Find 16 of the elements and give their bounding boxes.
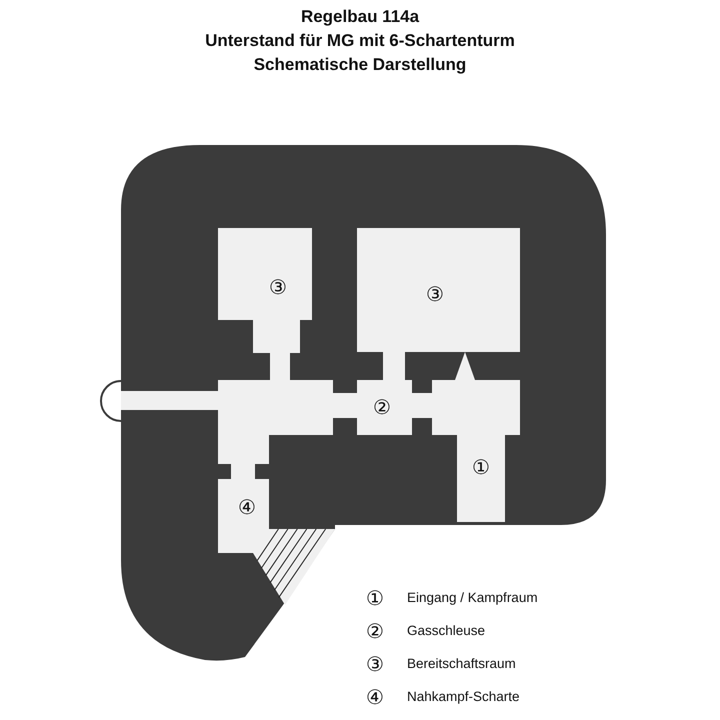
legend-number: ③ (366, 654, 384, 674)
legend-number: ② (366, 621, 384, 641)
legend-number: ④ (366, 687, 384, 707)
callout-number: ① (472, 457, 490, 477)
callout-number: ④ (238, 497, 256, 517)
callout-number: ③ (269, 277, 287, 297)
title: Regelbau 114a (300, 8, 420, 25)
legend-text: Bereitschaftsraum (407, 657, 516, 670)
subtitle: Schematische Darstellung (252, 56, 468, 73)
legend-number: ① (366, 588, 384, 608)
legend-text: Gasschleuse (407, 624, 486, 638)
subtitle: Unterstand für MG mit 6-Schartenturm (204, 32, 516, 49)
legend-text: Nahkampf-Scharte (407, 690, 520, 704)
legend-text: Eingang / Kampfraum (407, 591, 538, 604)
callout-number: ② (373, 397, 391, 417)
callout-number: ③ (426, 284, 444, 304)
